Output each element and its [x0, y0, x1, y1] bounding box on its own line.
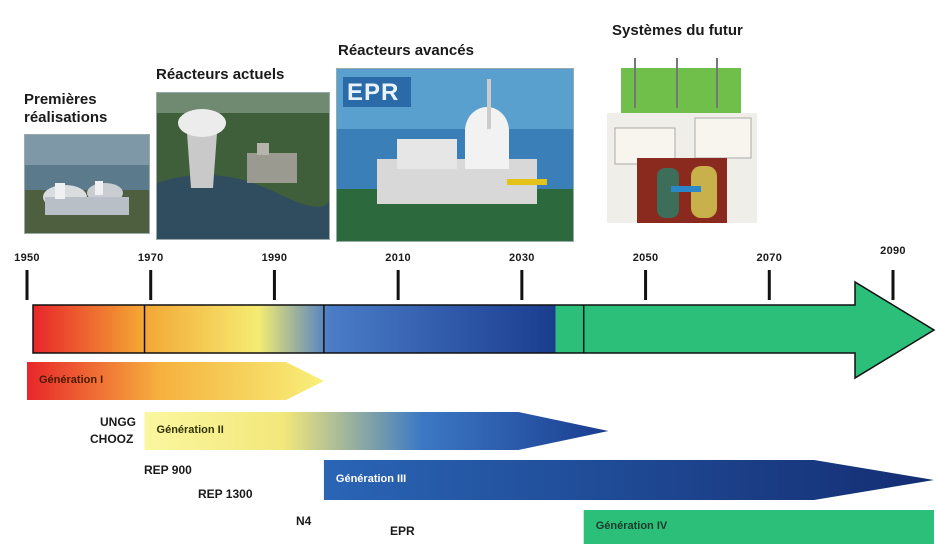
first-plant-photo	[24, 134, 150, 234]
reactor-label-rep900: REP 900	[144, 463, 192, 477]
year-ticks	[25, 270, 895, 300]
epr-plant-photo: EPR	[336, 68, 574, 242]
generation-label: Génération IV	[595, 520, 668, 532]
reactor-label-rep1300: REP 1300	[198, 487, 253, 501]
era-title-future: Systèmes du futur	[612, 22, 743, 39]
reactor-label-ungg: UNGG	[100, 415, 136, 429]
era-title-current: Réacteurs actuels	[156, 66, 285, 83]
generation-label: Génération II	[156, 424, 224, 436]
generation-arrow	[583, 510, 934, 544]
reactor-label-epr: EPR	[390, 524, 415, 538]
year-tick	[272, 270, 276, 300]
year-label: 2070	[756, 252, 783, 264]
year-tick	[520, 270, 524, 300]
year-tick	[891, 270, 895, 300]
future-systems-photo	[607, 58, 759, 228]
year-tick	[644, 270, 648, 300]
year-label: 2010	[385, 252, 411, 264]
era-title-advanced: Réacteurs avancés	[338, 42, 474, 59]
year-label: 1990	[261, 252, 288, 264]
generation-label: Génération III	[335, 473, 407, 485]
generation-label: Génération I	[39, 374, 104, 386]
generation-arrow	[144, 412, 609, 450]
generation-arrow	[323, 460, 934, 500]
year-tick	[25, 270, 29, 300]
year-tick	[149, 270, 153, 300]
year-label: 2090	[880, 245, 906, 257]
generation-arrow	[27, 362, 324, 400]
epr-logo: EPR	[347, 79, 400, 106]
current-plant-photo	[156, 92, 330, 240]
reactor-label-chooz: CHOOZ	[90, 432, 134, 446]
year-label: 1970	[137, 252, 164, 264]
year-label: 2050	[632, 252, 659, 264]
era-title-first: Premières réalisations	[24, 91, 108, 126]
year-tick	[767, 270, 771, 300]
year-label: 1950	[14, 252, 40, 264]
year-tick	[396, 270, 400, 300]
main-timeline-arrow	[32, 280, 936, 380]
reactor-label-n4: N4	[296, 514, 312, 528]
year-label: 2030	[509, 252, 535, 264]
